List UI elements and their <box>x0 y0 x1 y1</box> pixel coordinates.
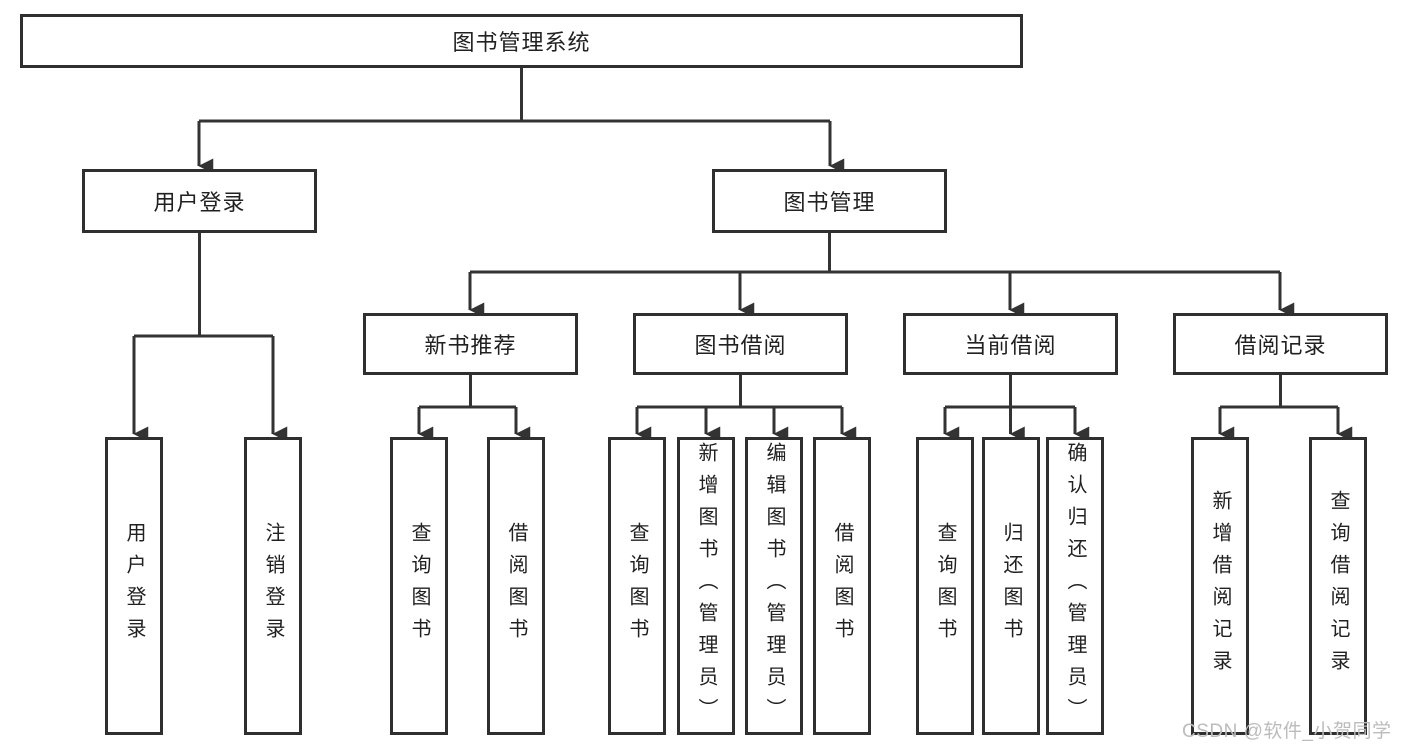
leaf-cb-return-book: 归还图书 <box>982 437 1040 735</box>
node-book-management: 图书管理 <box>712 169 947 233</box>
watermark: CSDN @软件_小贺同学 <box>1182 721 1392 742</box>
node-new-book-recommend: 新书推荐 <box>363 313 578 375</box>
node-current-borrow: 当前借阅 <box>903 313 1118 375</box>
leaf-user-login-label: 用户登录 <box>123 522 145 650</box>
leaf-bb-add-book-admin: 新增图书（管理员） <box>677 437 735 735</box>
leaf-br-add-record: 新增借阅记录 <box>1191 437 1249 735</box>
leaf-bb-query-book-label: 查询图书 <box>626 522 648 650</box>
node-book-management-label: 图书管理 <box>783 190 876 215</box>
node-book-borrow-label: 图书借阅 <box>694 333 787 358</box>
node-root-label: 图书管理系统 <box>452 30 591 55</box>
leaf-bb-edit-book-admin-label: 编辑图书（管理员） <box>763 442 785 730</box>
leaf-logout-label: 注销登录 <box>262 522 284 650</box>
node-borrow-records-label: 借阅记录 <box>1234 333 1327 358</box>
leaf-logout: 注销登录 <box>244 437 302 735</box>
leaf-cb-query-book-label: 查询图书 <box>934 522 956 650</box>
leaf-nbr-query-book-label: 查询图书 <box>408 522 430 650</box>
node-borrow-records: 借阅记录 <box>1173 313 1388 375</box>
leaf-br-query-record: 查询借阅记录 <box>1309 437 1367 735</box>
leaf-cb-confirm-return-admin-label: 确认归还（管理员） <box>1064 442 1086 730</box>
leaf-bb-borrow-book-label: 借阅图书 <box>831 522 853 650</box>
node-new-book-recommend-label: 新书推荐 <box>424 333 517 358</box>
node-root: 图书管理系统 <box>20 14 1023 68</box>
leaf-br-add-record-label: 新增借阅记录 <box>1209 490 1231 682</box>
leaf-bb-query-book: 查询图书 <box>608 437 666 735</box>
leaf-br-query-record-label: 查询借阅记录 <box>1327 490 1349 682</box>
leaf-nbr-borrow-book-label: 借阅图书 <box>505 522 527 650</box>
leaf-bb-edit-book-admin: 编辑图书（管理员） <box>745 437 803 735</box>
leaf-bb-add-book-admin-label: 新增图书（管理员） <box>695 442 717 730</box>
leaf-cb-confirm-return-admin: 确认归还（管理员） <box>1046 437 1104 735</box>
leaf-nbr-borrow-book: 借阅图书 <box>487 437 545 735</box>
leaf-user-login: 用户登录 <box>105 437 163 735</box>
node-current-borrow-label: 当前借阅 <box>964 333 1057 358</box>
node-user-login: 用户登录 <box>82 169 317 233</box>
leaf-cb-return-book-label: 归还图书 <box>1000 522 1022 650</box>
leaf-bb-borrow-book: 借阅图书 <box>813 437 871 735</box>
leaf-cb-query-book: 查询图书 <box>916 437 974 735</box>
node-user-login-label: 用户登录 <box>153 190 246 215</box>
leaf-nbr-query-book: 查询图书 <box>390 437 448 735</box>
node-book-borrow: 图书借阅 <box>633 313 848 375</box>
